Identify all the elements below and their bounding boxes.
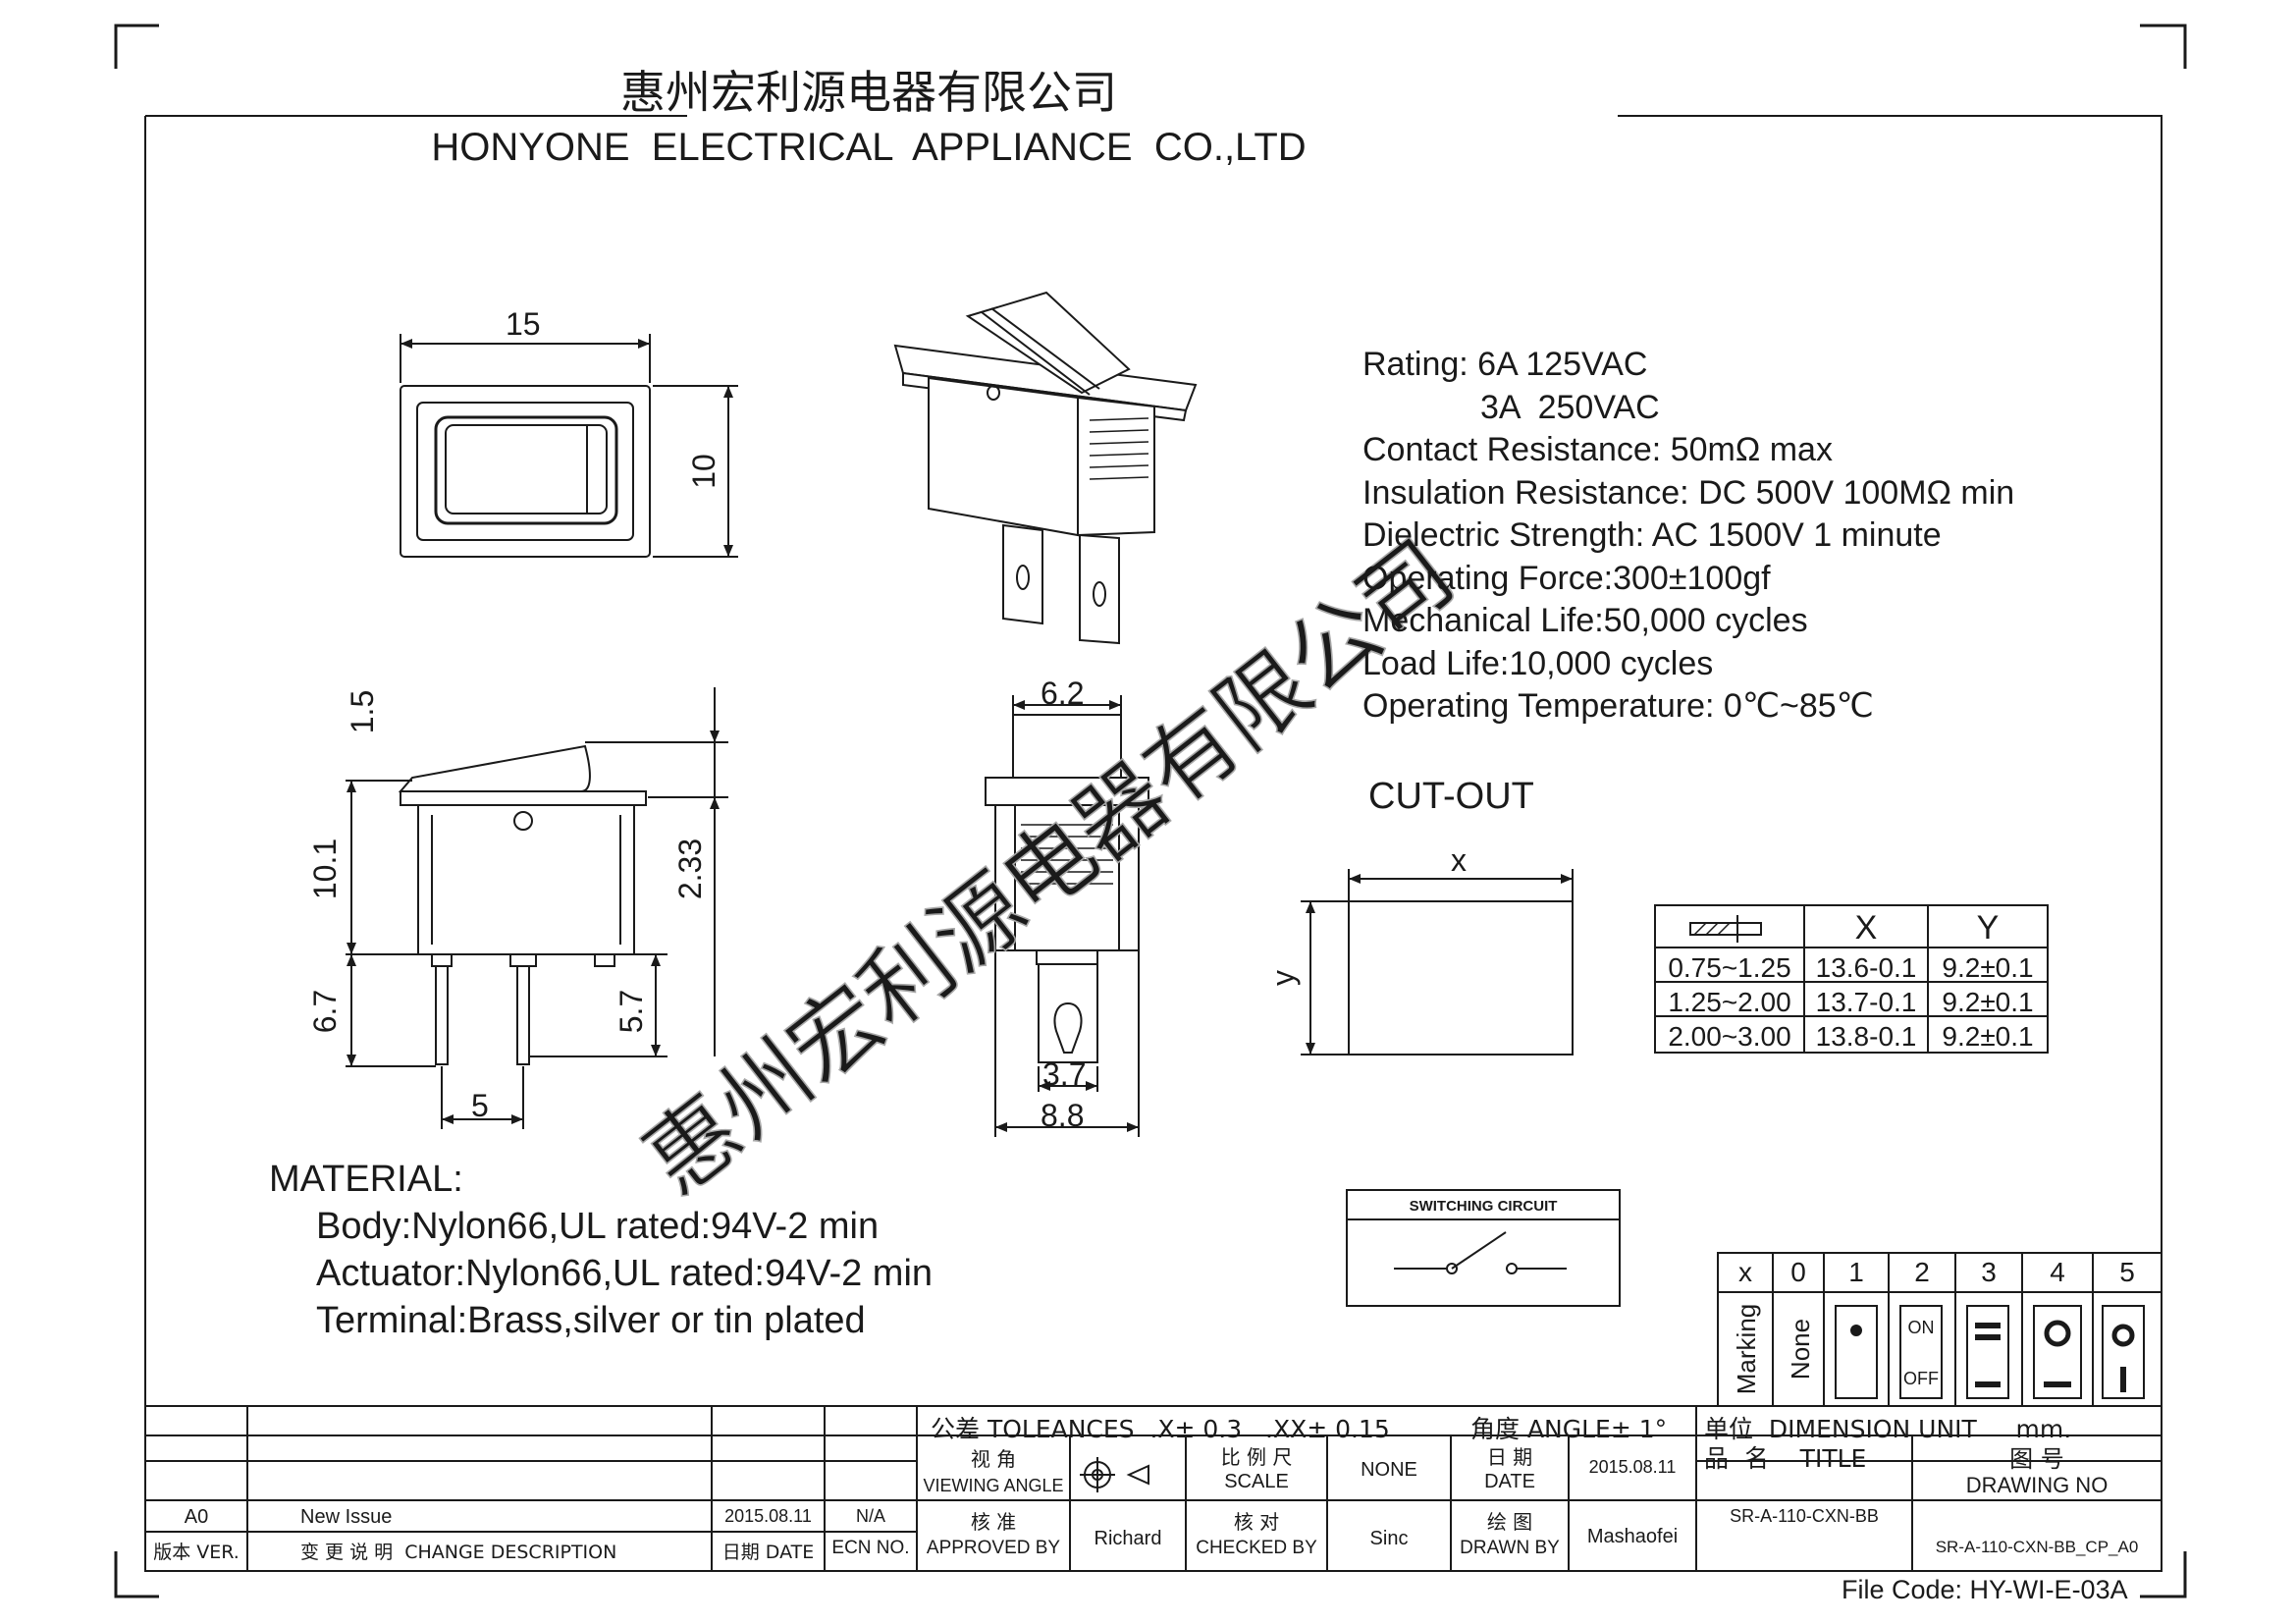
checked-label-en: CHECKED BY [1196, 1538, 1317, 1558]
col-ver-header: 版本 VER. [153, 1542, 240, 1563]
cutout-row-x: 13.8-0.1 [1815, 1021, 1917, 1052]
col-date-header: 日期 DATE [721, 1542, 815, 1563]
cutout-y-label: y [1265, 970, 1301, 986]
spec-dielectric-strength: Dielectric Strength: AC 1500V 1 minute [1362, 516, 1942, 554]
cutout-title: CUT-OUT [1368, 776, 1534, 817]
dim-width-top: 15 [506, 306, 541, 342]
cutout-row-thickness: 0.75~1.25 [1668, 952, 1791, 983]
dim-body-height: 10.1 [307, 839, 343, 899]
spec-contact-resistance: Contact Resistance: 50mΩ max [1362, 431, 1833, 468]
dim-pin-length: 6.7 [307, 990, 343, 1033]
material-title: MATERIAL: [269, 1159, 463, 1200]
cutout-row-x: 13.6-0.1 [1815, 952, 1917, 983]
checked-label-cn: 核 对 [1233, 1510, 1280, 1534]
col-change-header: 变 更 说 明 CHANGE DESCRIPTION [300, 1542, 617, 1563]
date-label-cn: 日 期 [1486, 1445, 1533, 1469]
file-code: File Code: HY-WI-E-03A [1842, 1575, 2128, 1604]
marking-header-1: 1 [1848, 1257, 1864, 1287]
revision-date: 2015.08.11 [724, 1506, 812, 1526]
dim-end-top-width: 6.2 [1041, 676, 1085, 711]
drawn-label-cn: 绘 图 [1486, 1510, 1533, 1534]
marking-header-0: 0 [1790, 1257, 1806, 1287]
ecn-value: N/A [855, 1506, 885, 1526]
dim-end-width: 8.8 [1041, 1098, 1085, 1133]
drawing-no-label-cn: 图 号 [2009, 1445, 2064, 1473]
title-value: SR-A-110-CXN-BB [1730, 1506, 1879, 1526]
dim-height-top: 10 [686, 454, 721, 489]
date-label-en: DATE [1484, 1471, 1535, 1492]
cutout-x-label: x [1451, 842, 1467, 878]
switching-circuit-title: SWITCHING CIRCUIT [1409, 1198, 1558, 1215]
marking-row-label: Marking [1732, 1304, 1761, 1394]
spec-operating-temperature: Operating Temperature: 0℃~85℃ [1362, 687, 1874, 725]
revision: A0 [184, 1506, 209, 1528]
marking-off-label: OFF [1903, 1369, 1939, 1388]
marking-none-label: None [1786, 1319, 1815, 1380]
marking-header-2: 2 [1914, 1257, 1930, 1287]
date-value: 2015.08.11 [1588, 1457, 1677, 1477]
cutout-row-thickness: 2.00~3.00 [1668, 1021, 1791, 1052]
tolerances: 公差 TOLEANCES .X± 0.3 .XX± 0.15 [931, 1415, 1390, 1443]
cutout-table: X Y 0.75~1.25 13.6-0.1 9.2±0.1 1.25~2.00… [1655, 905, 2048, 1053]
change-description: New Issue [300, 1506, 393, 1528]
checked-value: Sinc [1369, 1528, 1409, 1549]
dim-overall-height: 2.33 [672, 839, 708, 899]
material-terminal: Terminal:Brass,silver or tin plated [316, 1300, 866, 1341]
angle-tolerance: 角度 ANGLE± 1° [1470, 1415, 1668, 1443]
spec-rating-2: 3A 250VAC [1480, 388, 1660, 426]
approved-label-en: APPROVED BY [926, 1538, 1061, 1558]
dimension-unit: 单位 DIMENSION UNIT mm. [1704, 1415, 2072, 1443]
spec-rating: Rating: 6A 125VAC [1362, 346, 1648, 383]
cutout-row-y: 9.2±0.1 [1942, 987, 2034, 1017]
company-name-cn: 惠州宏利源电器有限公司 [620, 66, 1117, 119]
cutout-row-thickness: 1.25~2.00 [1668, 987, 1791, 1017]
spec-operating-force: Operating Force:300±100gf [1362, 559, 1771, 597]
col-ecn-header: ECN NO. [831, 1538, 910, 1558]
marking-header-5: 5 [2119, 1257, 2135, 1287]
scale-label-cn: 比 例 尺 [1220, 1445, 1293, 1469]
drawn-label-en: DRAWN BY [1460, 1538, 1560, 1558]
scale-label-en: SCALE [1224, 1471, 1289, 1492]
marking-header-4: 4 [2050, 1257, 2065, 1287]
drawing-no-label-en: DRAWING NO [1965, 1473, 2109, 1497]
dim-pin-spacing: 5 [471, 1088, 489, 1123]
company-name-en: HONYONE ELECTRICAL APPLIANCE CO.,LTD [431, 126, 1307, 169]
material-body: Body:Nylon66,UL rated:94V-2 min [316, 1206, 880, 1247]
approved-label-cn: 核 准 [970, 1510, 1017, 1534]
dim-terminal-width: 3.7 [1042, 1056, 1087, 1092]
marking-on-label: ON [1907, 1318, 1935, 1337]
drawing-no-value: SR-A-110-CXN-BB_CP_A0 [1935, 1538, 2139, 1556]
viewing-angle-label-en: VIEWING ANGLE [923, 1476, 1064, 1495]
dim-pin-length-2: 5.7 [614, 990, 649, 1033]
cutout-col-x: X [1854, 909, 1878, 947]
cutout-row-x: 13.7-0.1 [1815, 987, 1917, 1017]
approved-value: Richard [1094, 1528, 1162, 1549]
spec-insulation-resistance: Insulation Resistance: DC 500V 100MΩ min [1362, 473, 2015, 512]
spec-mechanical-life: Mechanical Life:50,000 cycles [1362, 602, 1808, 639]
dim-actuator-rise: 1.5 [345, 690, 380, 733]
specifications: Rating: 6A 125VAC 3A 250VAC Contact Resi… [1362, 344, 2014, 729]
viewing-angle-label-cn: 视 角 [970, 1447, 1017, 1471]
material-actuator: Actuator:Nylon66,UL rated:94V-2 min [316, 1253, 934, 1294]
drawn-value: Mashaofei [1586, 1526, 1679, 1547]
cutout-row-y: 9.2±0.1 [1942, 1021, 2034, 1052]
marking-header-x: x [1738, 1257, 1752, 1287]
marking-header-3: 3 [1981, 1257, 1997, 1287]
cutout-row-y: 9.2±0.1 [1942, 952, 2034, 983]
title-label: 品 名 TITLE [1704, 1444, 1867, 1473]
cutout-col-y: Y [1976, 909, 2000, 947]
scale-value: NONE [1361, 1459, 1417, 1481]
spec-load-life: Load Life:10,000 cycles [1362, 644, 1714, 682]
